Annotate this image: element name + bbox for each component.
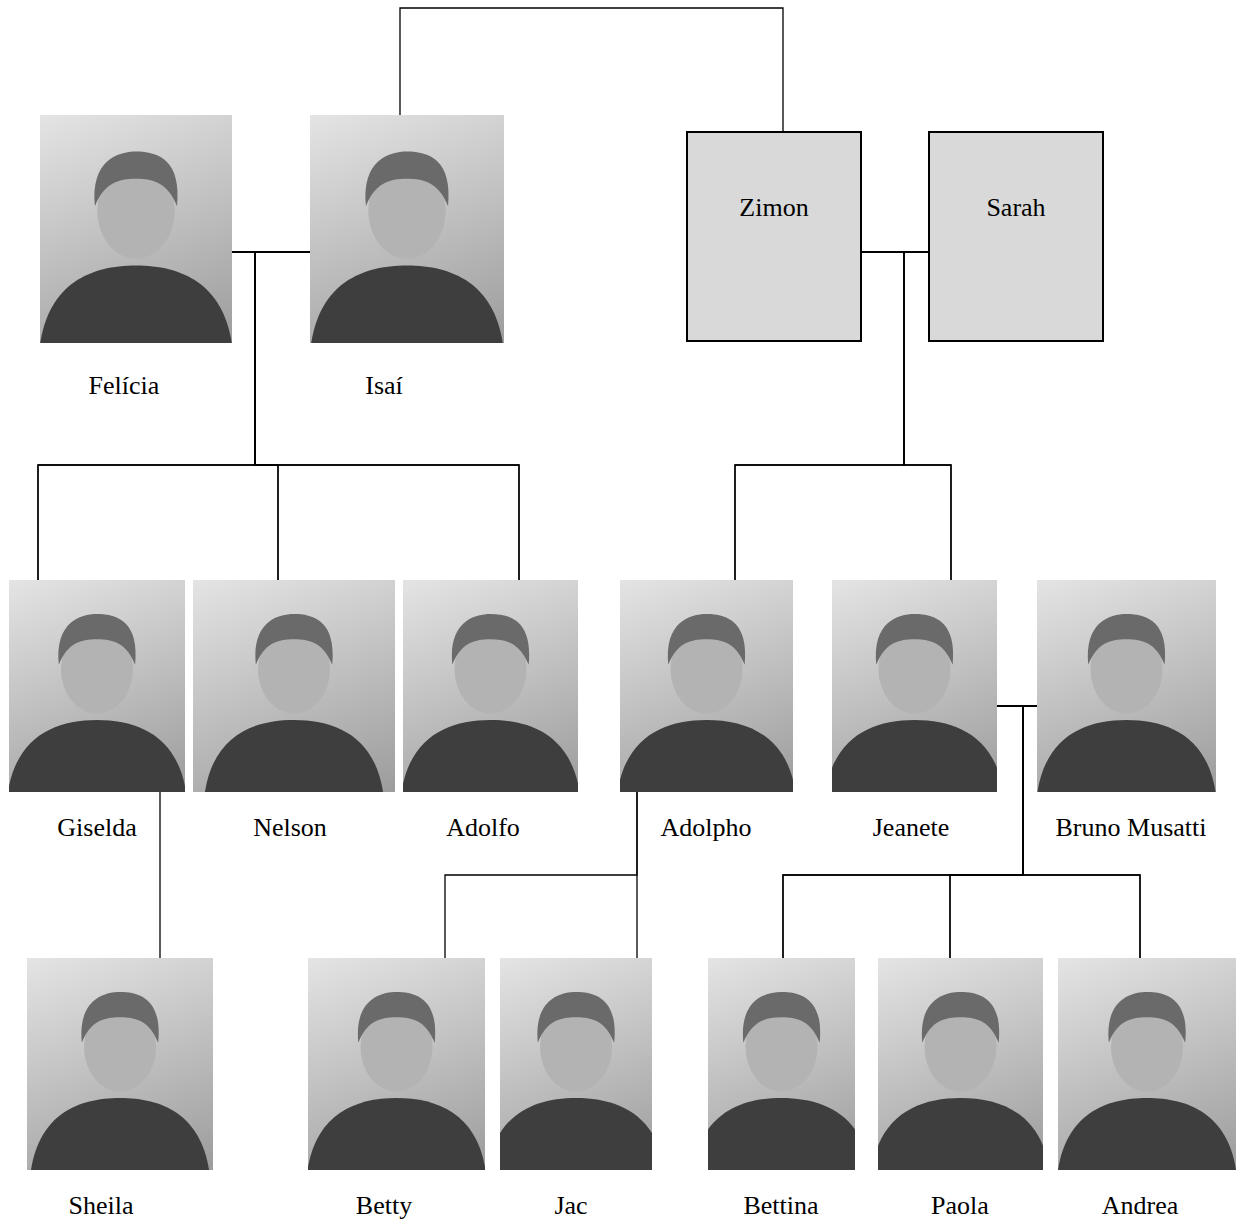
ancestor-box: Sarah [928,131,1104,342]
person-name: Adolpho [620,812,793,843]
portrait-photo [500,958,652,1170]
person-card: Andrea [1058,958,1236,1221]
person-name: Isaí [287,370,481,401]
portrait-silhouette [1058,958,1236,1170]
family-line [783,706,1037,958]
portrait-silhouette [310,115,504,343]
person-card: Isaí [310,115,504,401]
person-name: Bruno Musatti [1042,812,1221,843]
person-card: Adolpho [620,580,793,843]
family-line [232,252,519,580]
person-name: Paola [878,1190,1043,1221]
ancestor-name: Sarah [930,192,1102,223]
portrait-photo [878,958,1043,1170]
person-name: Giselda [9,812,185,843]
person-card: Jeanete [832,580,997,843]
portrait-photo [708,958,855,1170]
person-name: Sheila [8,1190,194,1221]
person-card: Felícia [40,115,232,401]
person-name: Felícia [28,370,220,401]
portrait-silhouette [193,580,395,792]
person-name: Bettina [708,1190,855,1221]
family-line [159,792,160,958]
portrait-silhouette [27,958,213,1170]
portrait-photo [9,580,185,792]
portrait-silhouette [620,580,793,792]
person-card: Betty [308,958,485,1221]
person-card: Bettina [708,958,855,1221]
portrait-silhouette [708,958,855,1170]
portrait-silhouette [308,958,485,1170]
portrait-photo [403,580,578,792]
family-line [255,252,519,580]
portrait-photo [308,958,485,1170]
portrait-silhouette [500,958,652,1170]
portrait-photo [1037,580,1216,792]
family-line [636,792,637,958]
portrait-photo [27,958,213,1170]
person-card: Paola [878,958,1043,1221]
person-name: Betty [296,1190,473,1221]
portrait-silhouette [403,580,578,792]
portrait-photo [1058,958,1236,1170]
person-card: Jac [500,958,652,1221]
person-card: Adolfo [403,580,578,843]
portrait-silhouette [878,958,1043,1170]
family-line [400,8,783,131]
portrait-photo [40,115,232,343]
portrait-photo [310,115,504,343]
family-line [255,252,310,580]
portrait-photo [193,580,395,792]
person-name: Nelson [189,812,391,843]
portrait-silhouette [832,580,997,792]
person-name: Jac [495,1190,647,1221]
person-card: Sheila [27,958,213,1221]
portrait-photo [832,580,997,792]
ancestor-box: Zimon [686,131,862,342]
family-line [38,252,310,580]
portrait-silhouette [9,580,185,792]
person-name: Adolfo [396,812,571,843]
person-card: Nelson [193,580,395,843]
ancestor-name: Zimon [688,192,860,223]
portrait-silhouette [40,115,232,343]
person-name: Jeanete [829,812,994,843]
person-name: Andrea [1051,1190,1229,1221]
person-card: Bruno Musatti [1037,580,1216,843]
portrait-photo [620,580,793,792]
person-card: Giselda [9,580,185,843]
portrait-silhouette [1037,580,1216,792]
